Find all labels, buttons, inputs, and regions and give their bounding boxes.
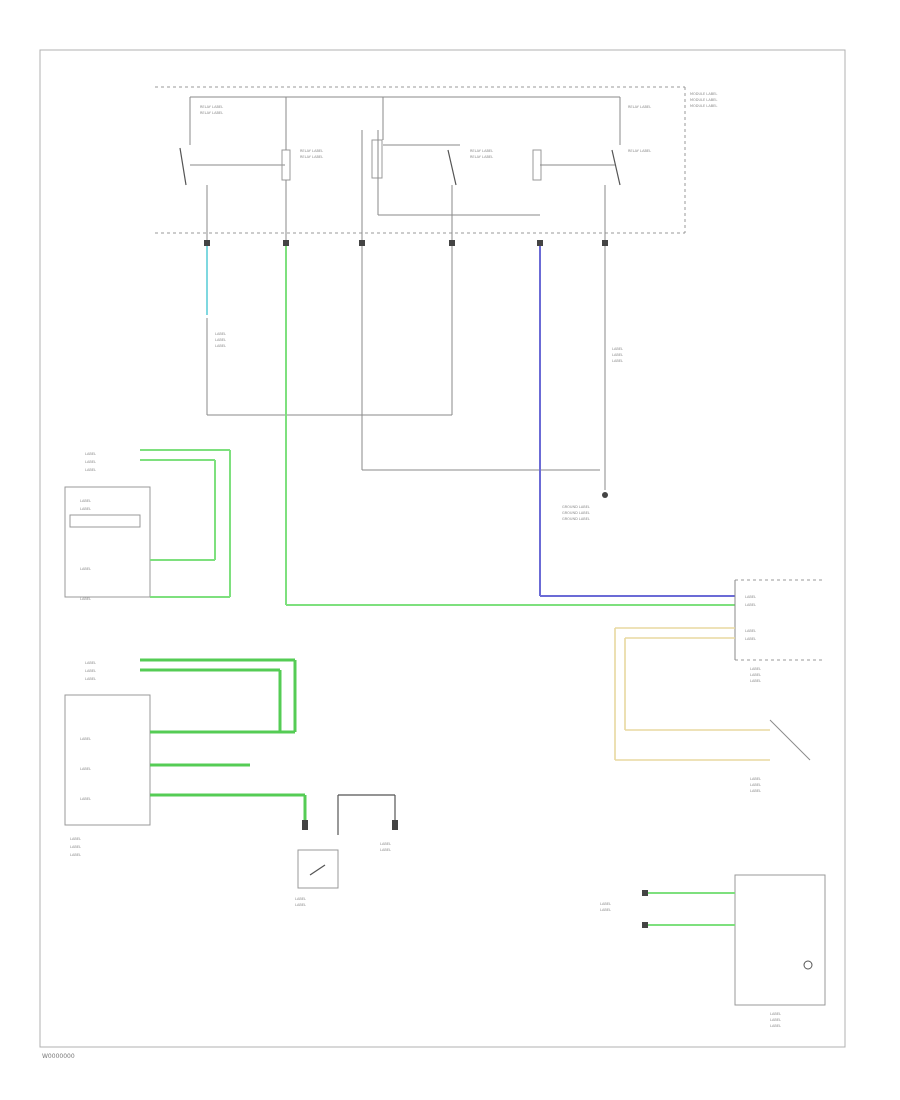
wire-green-main [283,180,735,606]
svg-text:LABEL: LABEL [295,897,306,901]
ground-icon [602,492,608,498]
right-module: LABEL LABEL LABEL LABEL LABEL LABEL LABE… [614,579,825,793]
svg-text:LABEL: LABEL [600,902,611,906]
svg-text:RELAY LABEL: RELAY LABEL [470,155,493,159]
svg-text:LABEL: LABEL [750,673,761,677]
wire-right-ground: LABEL LABEL LABEL GROUND LABEL GROUND LA… [562,185,623,521]
svg-text:LABEL: LABEL [770,1018,781,1022]
svg-text:LABEL: LABEL [750,777,761,781]
svg-text:MODULE LABEL: MODULE LABEL [690,92,717,96]
svg-text:MODULE LABEL: MODULE LABEL [690,104,717,108]
svg-text:LABEL: LABEL [612,347,623,351]
svg-text:GROUND LABEL: GROUND LABEL [562,505,590,509]
svg-text:LABEL: LABEL [295,903,306,907]
svg-text:LABEL: LABEL [750,783,761,787]
svg-text:LABEL: LABEL [85,452,96,456]
svg-text:MODULE LABEL: MODULE LABEL [690,98,717,102]
svg-text:LABEL: LABEL [85,460,96,464]
svg-text:LABEL: LABEL [770,1012,781,1016]
svg-text:LABEL: LABEL [380,848,391,852]
wire-gray-mid [359,130,600,471]
svg-text:GROUND LABEL: GROUND LABEL [562,517,590,521]
switch-component: LABEL LABEL LABEL LABEL [295,794,398,907]
svg-text:LABEL: LABEL [80,499,91,503]
svg-text:LABEL: LABEL [80,507,91,511]
svg-text:LABEL: LABEL [85,669,96,673]
svg-text:RELAY LABEL: RELAY LABEL [628,105,651,109]
svg-text:LABEL: LABEL [85,661,96,665]
svg-text:LABEL: LABEL [70,837,81,841]
svg-text:LABEL: LABEL [80,597,91,601]
svg-text:LABEL: LABEL [745,629,756,633]
diagram-border [39,49,846,1048]
svg-text:RELAY LABEL: RELAY LABEL [200,105,223,109]
svg-text:LABEL: LABEL [612,353,623,357]
svg-text:RELAY LABEL: RELAY LABEL [470,149,493,153]
svg-text:LABEL: LABEL [770,1024,781,1028]
svg-text:LABEL: LABEL [85,677,96,681]
svg-text:LABEL: LABEL [600,908,611,912]
svg-text:LABEL: LABEL [80,737,91,741]
svg-text:RELAY LABEL: RELAY LABEL [300,149,323,153]
left-lower-component: LABEL LABEL LABEL LABEL LABEL LABEL LABE… [64,658,307,857]
svg-text:LABEL: LABEL [750,667,761,671]
lamp-icon [803,960,813,970]
svg-text:LABEL: LABEL [85,468,96,472]
footer-code: W0000000 [42,1053,75,1060]
svg-text:LABEL: LABEL [750,679,761,683]
svg-text:LABEL: LABEL [215,338,226,342]
svg-text:LABEL: LABEL [80,567,91,571]
svg-text:LABEL: LABEL [745,637,756,641]
svg-text:LABEL: LABEL [215,344,226,348]
svg-text:LABEL: LABEL [612,359,623,363]
svg-text:RELAY LABEL: RELAY LABEL [300,155,323,159]
svg-text:LABEL: LABEL [745,595,756,599]
svg-text:LABEL: LABEL [70,853,81,857]
svg-text:LABEL: LABEL [380,842,391,846]
left-upper-component: LABEL LABEL LABEL LABEL LABEL LABEL LABE… [64,449,231,601]
wire-cyan: LABEL LABEL LABEL [204,185,453,416]
svg-text:RELAY LABEL: RELAY LABEL [200,111,223,115]
relay-module: RELAY LABEL RELAY LABEL RELAY LABEL RELA… [155,86,717,234]
svg-text:LABEL: LABEL [80,797,91,801]
svg-text:LABEL: LABEL [745,603,756,607]
svg-text:LABEL: LABEL [215,332,226,336]
svg-text:RELAY LABEL: RELAY LABEL [628,149,651,153]
svg-text:LABEL: LABEL [750,789,761,793]
wire-blue [537,240,735,597]
right-lower-component: LABEL LABEL LABEL LABEL LABEL [600,874,826,1028]
svg-text:LABEL: LABEL [80,767,91,771]
svg-text:LABEL: LABEL [70,845,81,849]
svg-text:GROUND LABEL: GROUND LABEL [562,511,590,515]
